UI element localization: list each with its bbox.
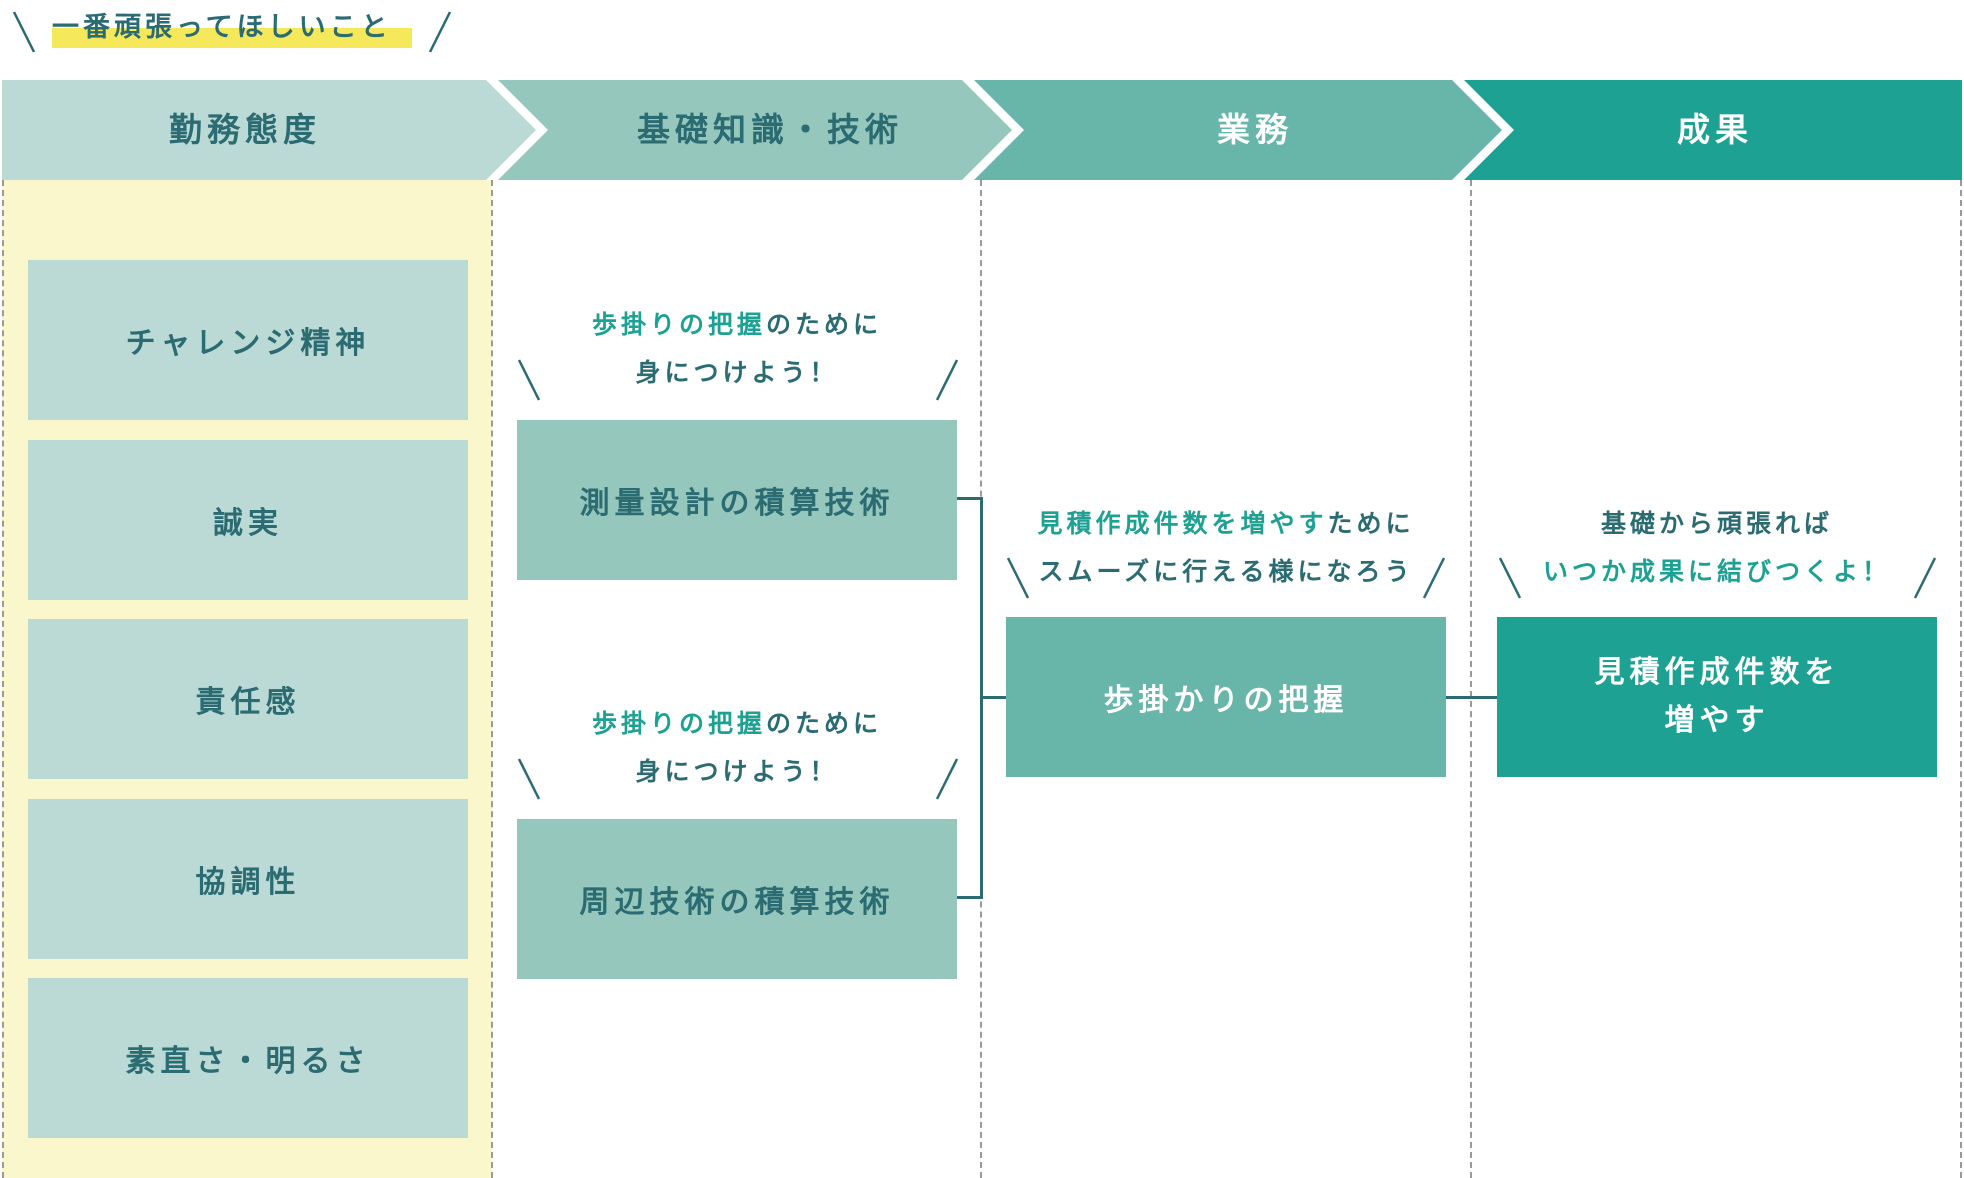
work-box-quantity-grasp: 歩掛かりの把握 <box>1006 617 1446 777</box>
connector-line <box>957 497 982 500</box>
right-slash-decoration <box>1913 556 1937 600</box>
chevron-attitude <box>2 80 536 180</box>
column-divider <box>2 180 4 1178</box>
skill-note-1: 歩掛りの把握のために 身につけよう！ <box>537 301 937 397</box>
header-note: 一番頑張ってほしいこと <box>52 6 412 50</box>
skill-note-2: 歩掛りの把握のために 身につけよう！ <box>537 700 937 796</box>
connector-line <box>1446 696 1497 699</box>
left-slash-decoration <box>1498 556 1522 600</box>
skill-note-1-rest: のために <box>766 310 883 339</box>
column-title-skills: 基礎知識・技術 <box>637 110 903 149</box>
chevron-work <box>974 80 1502 180</box>
right-slash-decoration <box>428 10 452 54</box>
skill-note-2-accent: 歩掛りの把握 <box>591 709 766 738</box>
attitude-item: 責任感 <box>28 619 468 779</box>
highlight-marker <box>52 28 412 48</box>
right-slash-decoration <box>935 757 959 801</box>
result-box-increase-estimates: 見積作成件数を 増やす <box>1497 617 1937 777</box>
left-slash-decoration <box>517 757 541 801</box>
result-box-line1: 見積作成件数を <box>1594 655 1840 690</box>
header-chevron-strip <box>2 80 1962 180</box>
right-slash-decoration <box>935 358 959 402</box>
skill-note-1-accent: 歩掛りの把握 <box>591 310 766 339</box>
column-divider <box>1470 180 1472 1178</box>
left-slash-decoration <box>12 10 36 54</box>
left-slash-decoration <box>517 358 541 402</box>
skill-box-peripheral-estimation: 周辺技術の積算技術 <box>517 819 957 979</box>
attitude-item: 素直さ・明るさ <box>28 978 468 1138</box>
chevron-skills <box>498 80 1012 180</box>
result-note: 基礎から頑張れば いつか成果に結びつくよ！ <box>1517 500 1917 596</box>
attitude-item: チャレンジ精神 <box>28 260 468 420</box>
skill-note-2-rest: のために <box>766 709 883 738</box>
connector-line <box>957 896 982 899</box>
skill-box-survey-estimation: 測量設計の積算技術 <box>517 420 957 580</box>
result-note-line1: 基礎から頑張れば <box>1600 509 1833 538</box>
result-box-line2: 増やす <box>1664 703 1770 738</box>
work-note: 見積作成件数を増やすために スムーズに行える様になろう <box>1026 500 1426 596</box>
column-title-work: 業務 <box>1217 110 1293 149</box>
column-title-result: 成果 <box>1677 110 1753 149</box>
result-note-line2: いつか成果に結びつくよ！ <box>1542 557 1891 586</box>
work-note-line1: 見積作成件数を増やすために <box>1026 500 1426 548</box>
skill-note-1-line1: 歩掛りの把握のために <box>537 301 937 349</box>
chevron-result <box>1464 80 1962 180</box>
left-slash-decoration <box>1006 556 1030 600</box>
attitude-item: 誠実 <box>28 440 468 600</box>
column-divider <box>1960 180 1962 1178</box>
work-note-line2: スムーズに行える様になろう <box>1038 557 1414 586</box>
column-divider <box>491 180 493 1178</box>
skill-note-1-line2: 身につけよう！ <box>635 358 839 387</box>
skill-note-2-line2: 身につけよう！ <box>635 757 839 786</box>
work-note-rest: ために <box>1327 509 1415 538</box>
skill-note-2-line1: 歩掛りの把握のために <box>537 700 937 748</box>
connector-line <box>980 696 1006 699</box>
work-note-accent: 見積作成件数を増やす <box>1037 509 1328 538</box>
header-note-text: 一番頑張ってほしいこと <box>52 12 392 43</box>
right-slash-decoration <box>1422 556 1446 600</box>
column-title-attitude: 勤務態度 <box>169 110 321 149</box>
attitude-item: 協調性 <box>28 799 468 959</box>
